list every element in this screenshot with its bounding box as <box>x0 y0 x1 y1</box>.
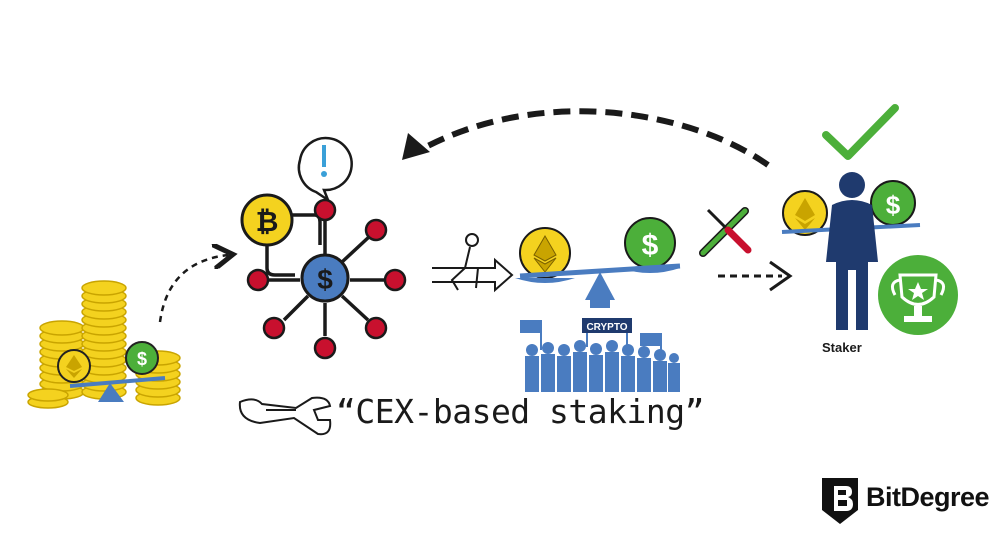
wrench-outline-icon <box>238 396 332 436</box>
person-crossing-arrow-icon <box>432 233 514 293</box>
svg-text:$: $ <box>642 229 659 262</box>
staker-label: Staker <box>822 340 862 355</box>
crowd-icon: CRYPTO <box>520 318 680 392</box>
dashed-arrow-to-hub <box>158 255 228 323</box>
alert-bubble-icon <box>297 136 353 204</box>
trophy-icon <box>878 255 958 335</box>
staker-person-icon: $ <box>781 172 921 330</box>
svg-text:₿: ₿ <box>256 206 279 237</box>
return-arrow-arc <box>418 108 770 168</box>
coin-stacks-icon: $ <box>27 280 181 409</box>
exchange-hub-icon: ₿ $ <box>240 136 407 360</box>
balance-scale-icon: $ <box>515 217 681 308</box>
brand-name[interactable]: BitDegree <box>866 482 990 512</box>
cex-staking-caption: “CEX-based staking” <box>336 392 705 431</box>
svg-text:$: $ <box>137 349 147 369</box>
svg-text:$: $ <box>886 190 901 220</box>
checkmark-icon <box>822 104 899 160</box>
crowd-sign-text: CRYPTO <box>586 322 627 333</box>
svg-text:$: $ <box>317 264 333 295</box>
wrench-screwdriver-icon <box>699 207 752 257</box>
bitdegree-logo-icon <box>822 478 858 524</box>
